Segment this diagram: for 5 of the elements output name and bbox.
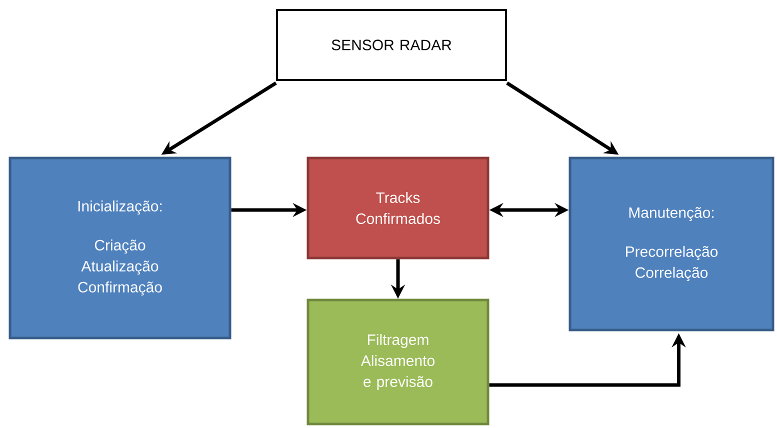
process-box: Inicialização: Criação Atualização Confirmação	[8, 156, 232, 340]
process-box: Tracks Confirmados	[306, 156, 490, 260]
process-box: Manutenção: Precorrelação Correlação	[568, 156, 774, 332]
process-box: Filtragem Alisamento e previsão	[306, 298, 490, 426]
sensor-box: SENSOR RADAR	[276, 9, 507, 81]
